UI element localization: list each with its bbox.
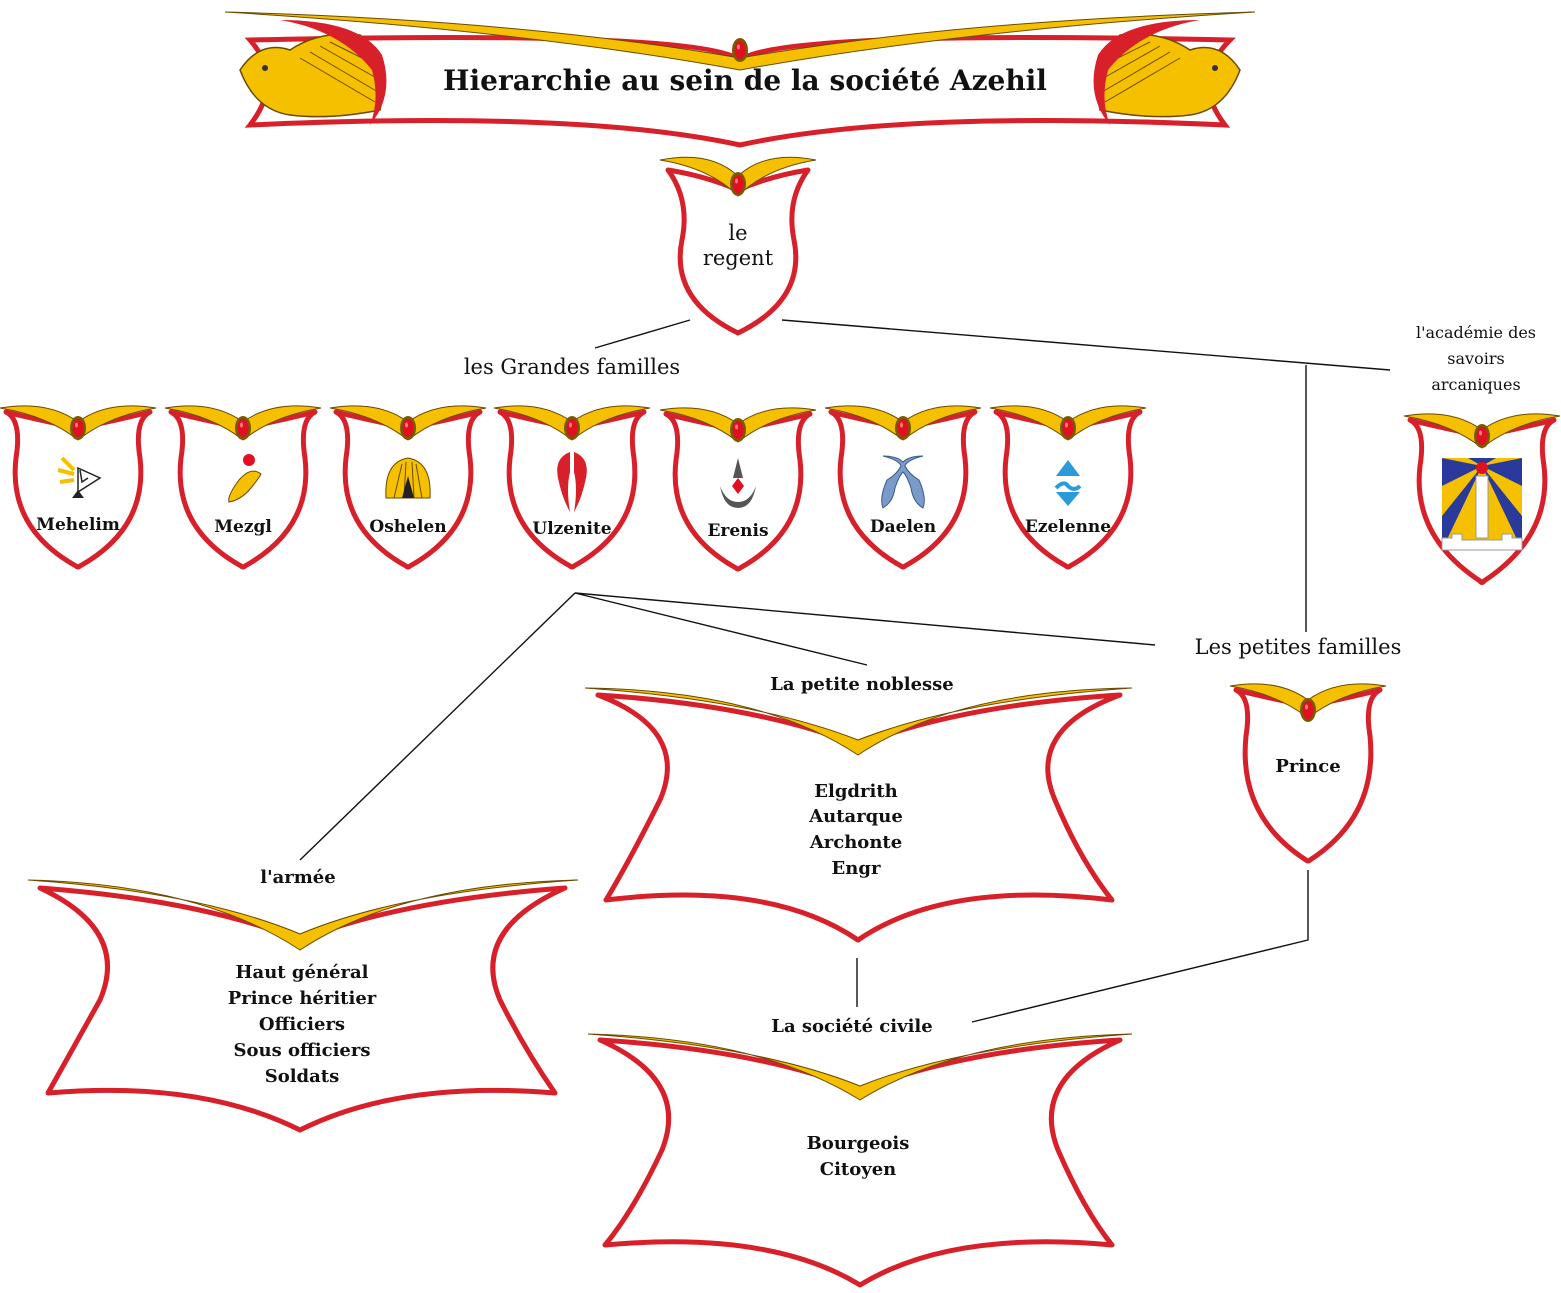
regent-line-1: le	[728, 221, 747, 245]
prince-label: Prince	[1275, 756, 1340, 777]
societe-civile-label: La société civile	[771, 1016, 932, 1037]
noblesse-rank-1: Elgdrith	[814, 781, 897, 802]
armee-rank-1: Haut général	[236, 962, 369, 983]
academie-shield	[1404, 414, 1560, 583]
family-shield-daelen: Daelen	[825, 406, 981, 567]
family-name-ulzenite: Ulzenite	[532, 519, 611, 539]
armee-rank-2: Prince héritier	[228, 988, 377, 1009]
academie-line-2: savoirs	[1447, 349, 1504, 368]
family-shield-ezelenne: Ezelenne	[990, 406, 1146, 567]
civile-rank-2: Citoyen	[820, 1159, 896, 1180]
family-shield-erenis: Erenis	[660, 408, 816, 569]
title-banner: Hierarchie au sein de la société Azehil	[225, 12, 1255, 145]
academie-line-1: l'académie des	[1416, 323, 1536, 342]
family-name-mehelim: Mehelim	[36, 515, 120, 535]
petite-noblesse-banner: Elgdrith Autarque Archonte Engr	[585, 688, 1132, 940]
family-shield-mezgl: Mezgl	[165, 406, 321, 567]
family-name-oshelen: Oshelen	[369, 517, 446, 537]
armee-label: l'armée	[260, 867, 335, 888]
noblesse-rank-3: Archonte	[809, 832, 902, 853]
petite-noblesse-label: La petite noblesse	[770, 674, 954, 695]
family-shield-oshelen: Oshelen	[330, 406, 486, 567]
academie-label: l'académie des savoirs arcaniques	[1416, 323, 1536, 394]
grandes-familles-label: les Grandes familles	[464, 355, 680, 379]
family-shield-mehelim: Mehelim	[0, 406, 156, 567]
noblesse-rank-4: Engr	[832, 858, 881, 879]
civile-rank-1: Bourgeois	[807, 1133, 910, 1154]
family-name-mezgl: Mezgl	[214, 517, 272, 537]
armee-rank-3: Officiers	[259, 1014, 345, 1035]
armee-rank-4: Sous officiers	[234, 1040, 371, 1061]
family-shield-ulzenite: Ulzenite	[494, 406, 650, 567]
societe-civile-banner: Bourgeois Citoyen	[588, 1034, 1132, 1285]
armee-banner: Haut général Prince héritier Officiers S…	[28, 880, 578, 1130]
petites-familles-label: Les petites familles	[1195, 635, 1402, 659]
family-name-daelen: Daelen	[870, 517, 936, 537]
academie-line-3: arcaniques	[1431, 375, 1520, 394]
page-title: Hierarchie au sein de la société Azehil	[443, 64, 1047, 97]
regent-shield: le regent	[660, 157, 816, 333]
academie-emblem-icon	[1442, 458, 1522, 550]
prince-shield: Prince	[1230, 684, 1386, 861]
family-name-ezelenne: Ezelenne	[1025, 517, 1111, 537]
noblesse-rank-2: Autarque	[808, 806, 903, 827]
family-name-erenis: Erenis	[707, 521, 768, 541]
regent-line-2: regent	[703, 246, 774, 270]
armee-rank-5: Soldats	[265, 1066, 340, 1087]
